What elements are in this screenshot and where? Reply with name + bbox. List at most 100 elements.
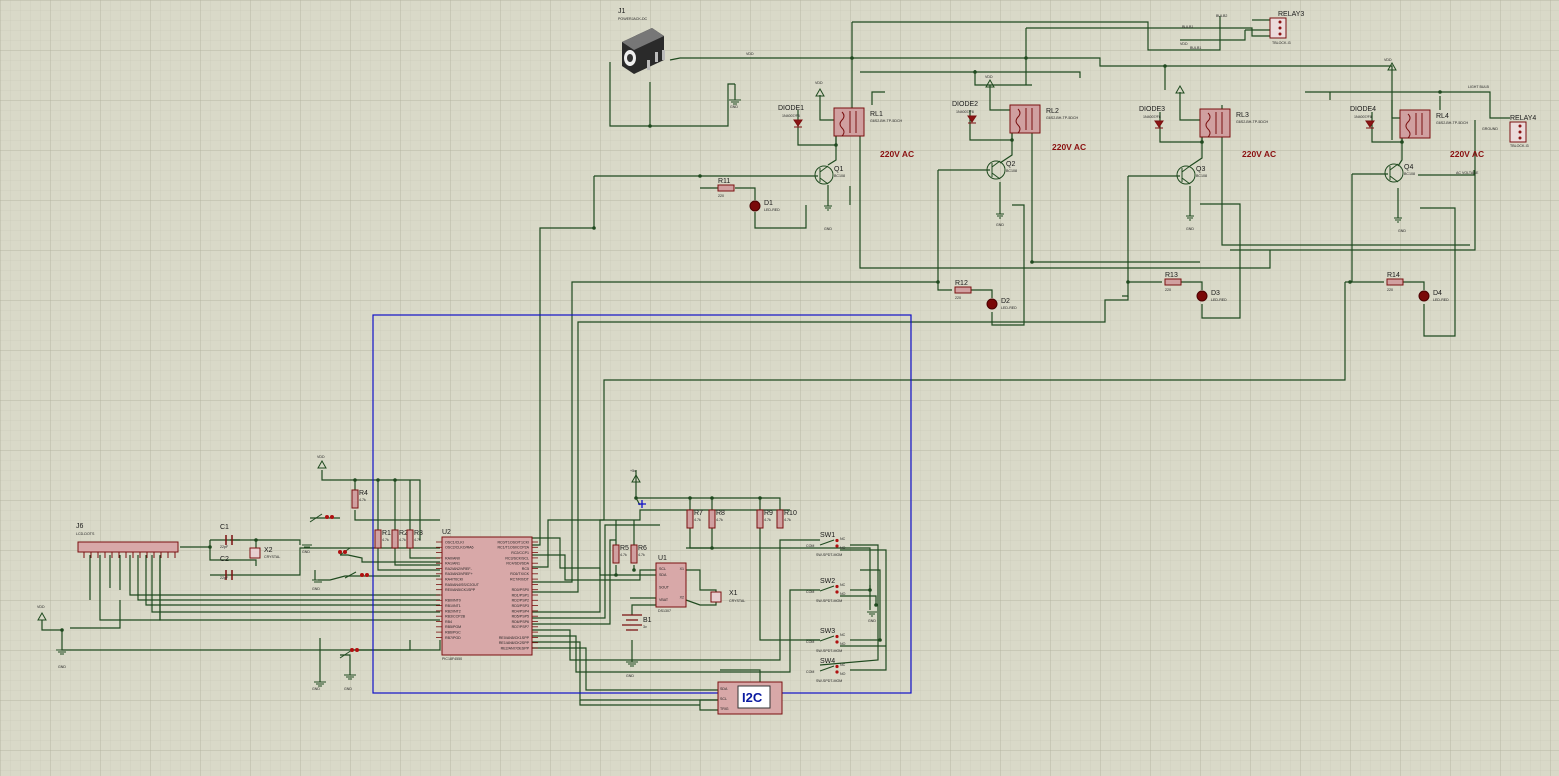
svg-text:NO: NO xyxy=(840,672,846,676)
transistor-ref: Q4 xyxy=(1404,164,1413,171)
resistor-r5[interactable]: R54.7k xyxy=(612,544,629,564)
bulb2-label: BULB2 xyxy=(1216,14,1227,18)
transistor-ref: Q2 xyxy=(1006,161,1015,168)
svg-text:GND: GND xyxy=(1398,229,1406,233)
svg-text:VDD: VDD xyxy=(1180,42,1188,46)
svg-text:RB6/PGC: RB6/PGC xyxy=(445,631,461,635)
svg-text:COM: COM xyxy=(806,590,814,594)
junctions xyxy=(60,56,1442,642)
diode-value: 1N4007/F8 xyxy=(956,110,974,114)
light-bulb-label: LIGHT BULB xyxy=(1468,85,1490,89)
svg-text:RD3/PSP3: RD3/PSP3 xyxy=(512,604,529,608)
resistor-r9[interactable]: R94.7k xyxy=(756,509,773,529)
svg-text:RB4: RB4 xyxy=(445,620,452,624)
resistor-r8[interactable]: R84.7k xyxy=(708,509,725,529)
vdd-labels: VDD VDD VDD VDD VDD VDD +5v xyxy=(37,42,1392,609)
capacitor-c2[interactable]: C2 22pF xyxy=(220,556,233,580)
svg-text:TBLOCK-I3: TBLOCK-I3 xyxy=(1272,41,1291,45)
vdd-arrows xyxy=(37,61,1397,621)
svg-text:SDA: SDA xyxy=(659,573,667,577)
svg-text:SW2: SW2 xyxy=(820,578,835,585)
relay-ref: RL4 xyxy=(1436,113,1449,120)
svg-text:RE0/AN5/CK1SPP: RE0/AN5/CK1SPP xyxy=(499,636,530,640)
led-resistor-ref: R12 xyxy=(955,280,968,287)
relay-ref: RL3 xyxy=(1236,112,1249,119)
battery-b1[interactable]: B1 3v xyxy=(622,614,652,631)
resistor-r7[interactable]: R74.7k xyxy=(686,509,703,529)
svg-text:GND: GND xyxy=(824,227,832,231)
svg-text:VDD: VDD xyxy=(815,81,823,85)
svg-text:SW3: SW3 xyxy=(820,628,835,635)
power-jack[interactable]: J1 POWERJACK-DC VDD xyxy=(618,8,754,74)
led-resistor-ref: R13 xyxy=(1165,272,1178,279)
mcu-u2[interactable]: U2 OSC1/CLKIOSC2/CLKO/RA6RA0/AN0RA1/AN1R… xyxy=(436,529,538,661)
pushbuttons[interactable] xyxy=(309,513,357,659)
terminal-relay4[interactable]: RELAY4 TBLOCK-I3 xyxy=(1509,115,1536,148)
svg-text:VDD: VDD xyxy=(985,75,993,79)
svg-text:4.7k: 4.7k xyxy=(359,498,366,502)
diode-value: 1N4007/F8 xyxy=(1143,115,1161,119)
transistor-value: BC108 xyxy=(834,174,845,178)
crystal-x2[interactable]: X2 CRYSTAL xyxy=(249,547,280,559)
power-jack-icon xyxy=(622,28,665,74)
relay-ac-label: 220V AC xyxy=(1052,142,1086,152)
selection-box[interactable] xyxy=(372,314,912,694)
svg-text:+5v: +5v xyxy=(630,469,636,473)
svg-text:VDD: VDD xyxy=(1384,58,1392,62)
svg-text:4.7k: 4.7k xyxy=(694,518,701,522)
svg-text:RA1/AN1: RA1/AN1 xyxy=(445,562,460,566)
transistor-value: BC108 xyxy=(1196,174,1207,178)
lcd-connector[interactable]: J6 LCD-DOTS xyxy=(76,523,179,558)
svg-text:TBLOCK-I3: TBLOCK-I3 xyxy=(1510,144,1529,148)
power-jack-ref: J1 xyxy=(618,8,626,15)
svg-text:NO: NO xyxy=(840,546,846,550)
relay-value: G6S2-BH-TP-5DCH xyxy=(1436,121,1469,125)
bulb1-label-b: BULB1 xyxy=(1190,46,1201,50)
svg-text:4.7k: 4.7k xyxy=(414,538,421,542)
svg-text:COM: COM xyxy=(806,544,814,548)
svg-text:SCL: SCL xyxy=(659,567,666,571)
bulb1-label: BULB1 xyxy=(1182,25,1193,29)
svg-text:X2: X2 xyxy=(264,547,273,554)
resistor-r6[interactable]: R64.7k xyxy=(630,544,647,564)
svg-text:R6: R6 xyxy=(638,545,647,552)
svg-text:SW-SPDT-MOM: SW-SPDT-MOM xyxy=(816,649,842,653)
resistor-r1[interactable]: R14.7k xyxy=(374,529,391,549)
svg-text:VDD: VDD xyxy=(37,605,45,609)
svg-text:GND: GND xyxy=(868,619,876,623)
svg-text:TRIG: TRIG xyxy=(720,707,729,711)
svg-text:R1: R1 xyxy=(382,530,391,537)
svg-text:U2: U2 xyxy=(442,529,451,536)
resistor-r2[interactable]: R24.7k xyxy=(391,529,408,549)
pushbutton-contacts xyxy=(325,515,369,652)
led-ref: D1 xyxy=(764,200,773,207)
svg-text:NC: NC xyxy=(840,537,846,541)
svg-text:J6: J6 xyxy=(76,523,84,530)
terminal-relay3[interactable]: RELAY3 TBLOCK-I3 xyxy=(1269,11,1304,45)
svg-text:RD0/PSP0: RD0/PSP0 xyxy=(512,588,529,592)
svg-text:RE1/AN6/CK2SPP: RE1/AN6/CK2SPP xyxy=(499,641,530,645)
svg-text:SW-SPDT-MOM: SW-SPDT-MOM xyxy=(816,599,842,603)
i2c-debugger[interactable]: I2C SDA SCL TRIG xyxy=(717,681,783,715)
svg-text:4.7k: 4.7k xyxy=(716,518,723,522)
resistor-r4[interactable]: R44.7k xyxy=(351,489,368,509)
capacitor-c1[interactable]: C1 22pF xyxy=(220,524,233,549)
svg-text:R9: R9 xyxy=(764,510,773,517)
transistor-value: BC108 xyxy=(1404,172,1415,176)
svg-text:OSC1/CLKI: OSC1/CLKI xyxy=(445,540,464,544)
resistor-r3[interactable]: R34.7k xyxy=(406,529,423,549)
svg-text:OSC2/CLKO/RA6: OSC2/CLKO/RA6 xyxy=(445,546,474,550)
crystal-x1[interactable]: X1 CRYSTAL xyxy=(710,590,745,603)
